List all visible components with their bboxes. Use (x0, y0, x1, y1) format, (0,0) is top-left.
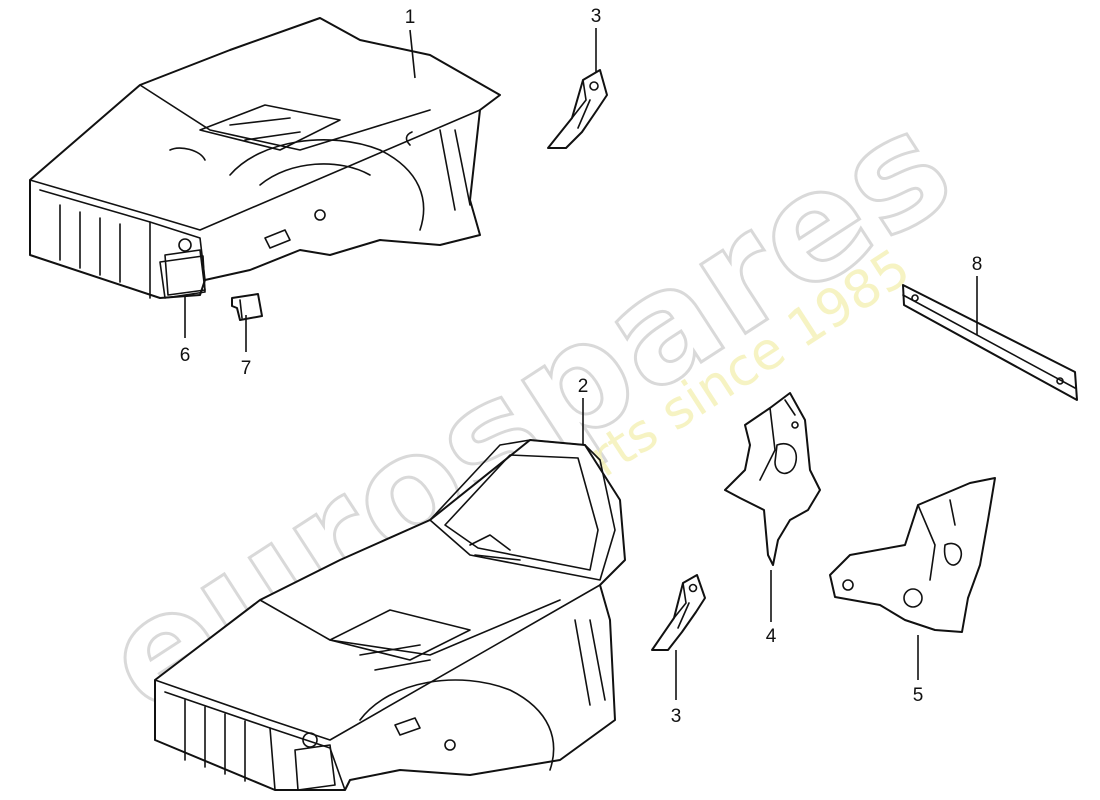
callout-6[interactable]: 6 (180, 345, 191, 366)
callout-8[interactable]: 8 (972, 254, 983, 275)
leader-lines (184, 28, 978, 700)
callout-7[interactable]: 7 (241, 358, 252, 379)
part-6-crossmember-end (159, 255, 206, 299)
part-4-reinforcement-panel[interactable] (724, 392, 821, 566)
part-3-bracket-bottom[interactable] (651, 574, 706, 651)
callout-labels: 1 2 3 3 4 5 6 7 8 (180, 6, 983, 727)
part-8-strip[interactable] (902, 284, 1078, 401)
callout-4[interactable]: 4 (766, 626, 777, 647)
callout-5[interactable]: 5 (913, 685, 924, 706)
leader-1 (409, 29, 416, 79)
callout-3-top[interactable]: 3 (591, 6, 602, 27)
callout-1[interactable]: 1 (405, 7, 416, 28)
callout-2[interactable]: 2 (578, 376, 589, 397)
part-5-corner-panel[interactable] (829, 477, 996, 633)
part-7-clip[interactable] (231, 293, 263, 321)
part-2-body-section-with-frame[interactable] (154, 439, 626, 791)
part-3-bracket-top[interactable] (547, 69, 608, 149)
part-1-front-body-section[interactable] (29, 17, 501, 299)
callout-3-bottom[interactable]: 3 (671, 706, 682, 727)
